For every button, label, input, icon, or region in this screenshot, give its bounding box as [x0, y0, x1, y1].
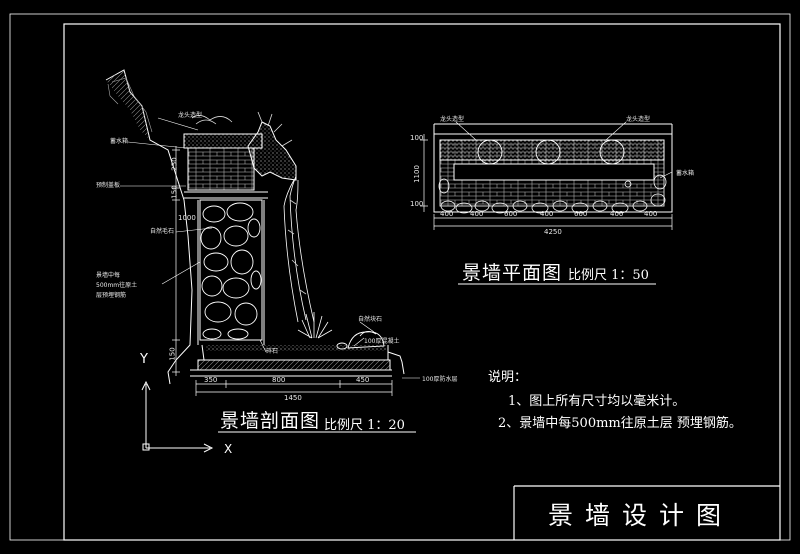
section-dim-vertical [172, 146, 180, 376]
plan-callout-dragon-right: 龙头造型 [626, 116, 651, 123]
callout-concrete: 100厚混凝土 [364, 338, 400, 345]
plan-dim-total: 4250 [544, 228, 562, 236]
section-view [105, 69, 420, 453]
drawing-title: 景墙设计图 [548, 501, 734, 530]
plan-dim-left-1: 100 [410, 134, 424, 142]
callout-gravel: 碎石 [266, 348, 279, 355]
plan-dim-lines [420, 134, 673, 230]
callout-rebar-1: 景墙中每 [96, 272, 121, 279]
water-tank [187, 147, 255, 191]
dim-v-3: 1000 [178, 214, 196, 222]
plan-dim-b-1: 400 [440, 210, 454, 218]
splash-plant [297, 312, 333, 339]
plan-dim-b-6: 400 [610, 210, 624, 218]
dim-h-total: 1450 [284, 394, 302, 402]
notes-item-2: 2、景墙中每500mm往原土层 预埋钢筋。 [498, 416, 742, 431]
plan-leaders [455, 121, 673, 179]
natural-rocks [336, 331, 385, 350]
plan-title: 景墙平面图 [462, 262, 563, 284]
dim-h-2: 800 [272, 376, 286, 384]
dragon-head-icon [247, 111, 297, 181]
plan-dim-left-3: 100 [410, 200, 424, 208]
dim-v-2: 150 [170, 185, 179, 199]
ucs-y-label: Y [140, 352, 148, 367]
water-jet [283, 175, 315, 323]
dim-v-4: 150 [168, 347, 177, 361]
plan-view [420, 121, 673, 285]
section-scale: 比例尺 1：20 [324, 418, 405, 433]
plan-callout-water-tank: 蓄水箱 [676, 170, 695, 177]
callout-rebar-3: 层预埋钢筋 [96, 292, 127, 299]
ucs-x-label: X [224, 442, 233, 456]
section-dim-horizontal [195, 380, 393, 396]
callout-rebar-2: 500mm往原土 [96, 282, 138, 289]
plan-dim-b-2: 400 [470, 210, 484, 218]
plan-callout-dragon-left: 龙头造型 [440, 116, 465, 123]
stone-wall [199, 199, 263, 341]
plan-scale: 比例尺 1：50 [568, 268, 649, 283]
notes-item-1: 1、图上所有尺寸均以毫米计。 [508, 394, 686, 409]
section-title: 景墙剖面图 [220, 410, 321, 432]
rubble-stones [200, 202, 262, 340]
dim-h-1: 350 [204, 376, 218, 384]
callout-water-tank: 蓄水箱 [110, 138, 129, 145]
plan-dim-b-4: 400 [540, 210, 554, 218]
title-block [513, 485, 780, 540]
sheet-frame [9, 13, 791, 541]
callout-dragon-head: 龙头造型 [178, 112, 203, 119]
plan-dim-b-7: 400 [644, 210, 658, 218]
plan-dim-b-3: 600 [504, 210, 518, 218]
ucs-axis-icon [141, 380, 214, 453]
plan-dim-b-5: 600 [574, 210, 588, 218]
plan-dragon-head-icon [477, 139, 625, 165]
earth-hatch [106, 70, 150, 140]
callout-cover-slab: 预制盖板 [96, 182, 121, 189]
notes-heading: 说明： [488, 370, 528, 385]
dim-v-1: 250 [170, 157, 179, 171]
callout-natural-rock: 自然块石 [358, 316, 383, 323]
plan-edge-rocks [438, 174, 667, 214]
callout-rubble: 自然毛石 [150, 228, 175, 235]
dim-h-3: 450 [356, 376, 370, 384]
callout-waterproof: 100厚防水层 [422, 376, 458, 383]
plan-dim-left-2: 1100 [412, 165, 421, 183]
section-leaders [120, 117, 420, 379]
